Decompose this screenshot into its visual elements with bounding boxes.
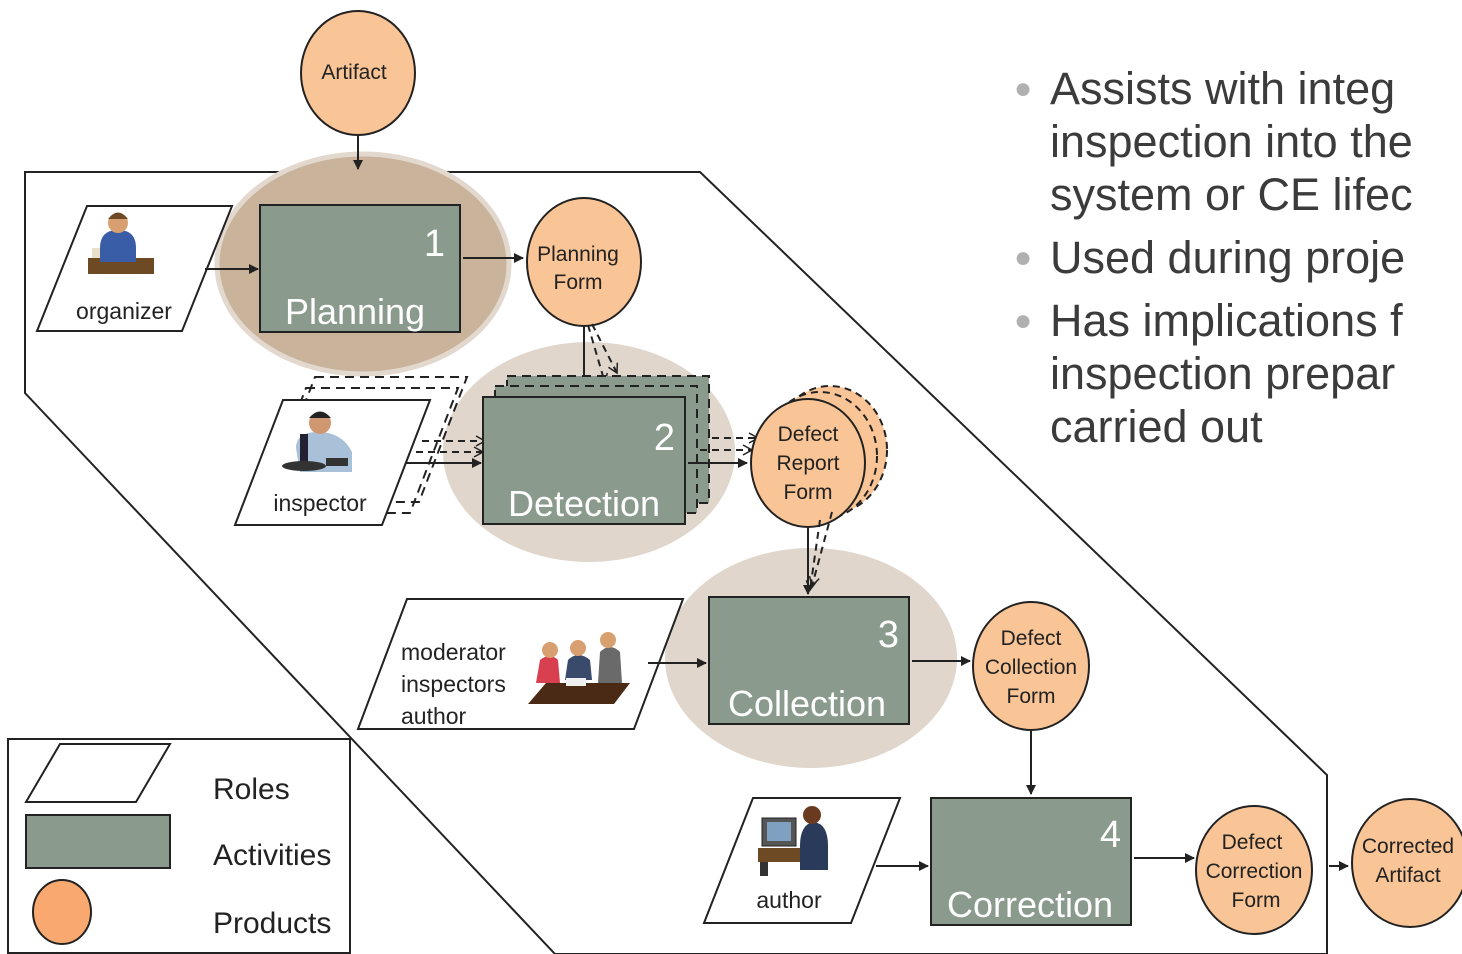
author-person-icon bbox=[758, 806, 828, 876]
corrected-artifact-line2: Artifact bbox=[1375, 864, 1441, 887]
collection-activity bbox=[708, 596, 910, 725]
bullet-item: ● Has implications f inspection prepar ca… bbox=[1010, 294, 1462, 453]
detection-number: 2 bbox=[654, 417, 675, 459]
organizer-person-icon bbox=[88, 212, 154, 274]
author-label: author bbox=[756, 887, 822, 913]
legend-roles-label: Roles bbox=[213, 773, 290, 806]
meeting-role-line3: author bbox=[401, 703, 467, 729]
defect-report-form-line1: Defect bbox=[778, 423, 839, 446]
bullet-list: ● Assists with integ inspection into the … bbox=[1010, 62, 1462, 463]
organizer-label: organizer bbox=[76, 298, 172, 324]
process-boundary bbox=[24, 171, 1328, 954]
planning-form-to-detection-dashed-1 bbox=[587, 324, 608, 385]
correction-activity bbox=[930, 797, 1132, 926]
corrected-artifact-product bbox=[1351, 798, 1462, 928]
artifact-product bbox=[300, 10, 416, 136]
defect-correction-form-product bbox=[1195, 805, 1313, 935]
defect-collection-form-line2: Collection bbox=[985, 656, 1077, 679]
bullet-text: Assists with integ inspection into the s… bbox=[1050, 63, 1413, 220]
bullet-dot-icon: ● bbox=[1014, 72, 1033, 105]
detection-label: Detection bbox=[508, 483, 660, 524]
bullet-item: ● Assists with integ inspection into the … bbox=[1010, 62, 1462, 221]
legend-products-label: Products bbox=[213, 907, 331, 940]
defect-report-form-product bbox=[750, 398, 866, 528]
legend-activities-label: Activities bbox=[213, 839, 331, 872]
legend-activity-swatch bbox=[25, 814, 171, 869]
defect-correction-form-line2: Correction bbox=[1206, 860, 1303, 883]
defect-collection-form-line1: Defect bbox=[1001, 627, 1062, 650]
bullet-dot-icon: ● bbox=[1014, 241, 1033, 274]
planning-label: Planning bbox=[285, 291, 425, 332]
defect-collection-form-line3: Form bbox=[1007, 685, 1056, 708]
report-to-collection-dashed-2 bbox=[808, 511, 833, 588]
meeting-role-line1: moderator bbox=[401, 639, 506, 665]
planning-activity bbox=[259, 204, 461, 333]
correction-number: 4 bbox=[1100, 814, 1121, 856]
collection-label: Collection bbox=[728, 683, 886, 724]
inspector-label: inspector bbox=[273, 490, 367, 516]
corrected-artifact-line1: Corrected bbox=[1362, 835, 1454, 858]
bullet-item: ● Used during proje bbox=[1010, 231, 1462, 284]
meeting-role-line2: inspectors bbox=[401, 671, 506, 697]
correction-label: Correction bbox=[947, 884, 1113, 925]
legend-product-swatch bbox=[32, 879, 92, 945]
detection-activity bbox=[482, 396, 686, 525]
defect-correction-form-line3: Form bbox=[1232, 889, 1281, 912]
bullet-text: Used during proje bbox=[1050, 232, 1406, 283]
bullet-text: Has implications f inspection prepar car… bbox=[1050, 295, 1403, 452]
meeting-people-icon bbox=[528, 632, 630, 704]
inspector-person-icon bbox=[282, 411, 352, 472]
planning-number: 1 bbox=[424, 223, 445, 265]
defect-correction-form-line1: Defect bbox=[1222, 831, 1283, 854]
bullet-dot-icon: ● bbox=[1014, 304, 1033, 337]
defect-report-form-line3: Form bbox=[784, 481, 833, 504]
collection-number: 3 bbox=[878, 614, 899, 656]
defect-collection-form-product bbox=[972, 601, 1090, 731]
planning-form-product bbox=[526, 197, 642, 327]
legend-role-swatch bbox=[24, 743, 172, 803]
artifact-label: Artifact bbox=[321, 61, 387, 84]
defect-report-form-line2: Report bbox=[776, 452, 839, 475]
planning-form-to-detection-dashed-2 bbox=[591, 323, 619, 375]
planning-form-line1: Planning bbox=[537, 243, 619, 266]
planning-form-line2: Form bbox=[554, 271, 603, 294]
